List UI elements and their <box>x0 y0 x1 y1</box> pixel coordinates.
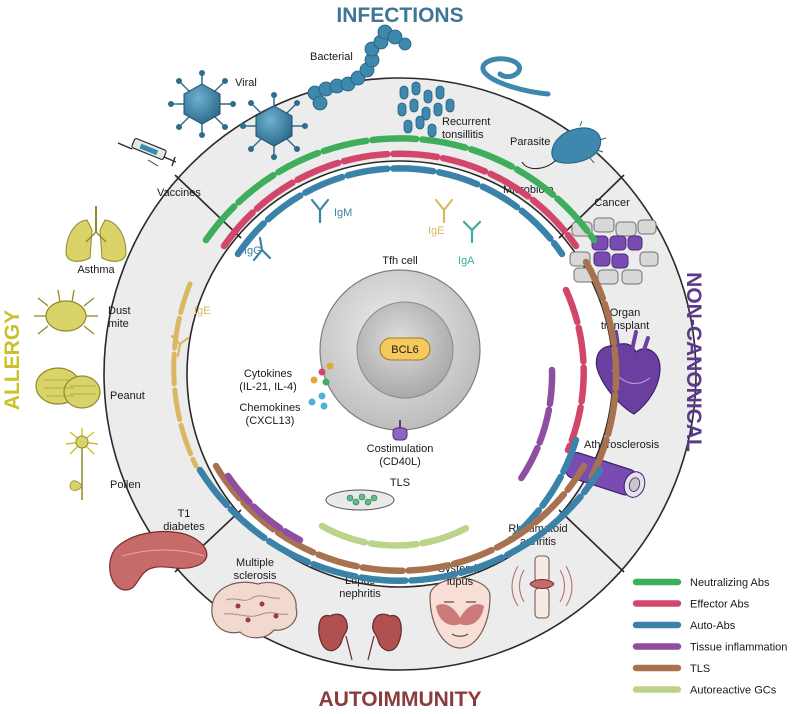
label-tfh-cell: Tfh cell <box>382 255 417 267</box>
arc-autoreactive-gc <box>318 522 474 549</box>
label-ige-top: IgE <box>428 225 445 237</box>
cytokine-granules-icon <box>308 362 334 410</box>
parasite-icon <box>480 56 551 97</box>
bcl6-badge <box>379 337 431 361</box>
label-cytokines-list: (IL-21, IL-4) <box>239 381 296 393</box>
label-cytokines: Cytokines <box>244 368 293 380</box>
heart-icon <box>595 330 661 415</box>
legend-label: Auto-Abs <box>690 620 736 632</box>
label-peanut: Peanut <box>110 390 145 402</box>
arc-tls-bottom <box>212 462 588 574</box>
legend-label: Tissue inflammation <box>690 642 787 654</box>
arc-effector-top <box>220 150 580 250</box>
label-pollen: Pollen <box>110 479 141 491</box>
label-diabetes: diabetes <box>163 521 205 533</box>
category-infections: INFECTIONS <box>336 4 463 27</box>
label-tls: TLS <box>390 477 410 489</box>
pancreas-icon <box>109 530 208 591</box>
arc-auto-bottom <box>196 466 604 584</box>
label-tonsillitis: tonsillitis <box>442 129 484 141</box>
syringe-icon <box>117 137 177 167</box>
legend-label: Effector Abs <box>690 599 750 611</box>
label-mite: mite <box>108 318 129 330</box>
category-autoimmunity: AUTOIMMUNITY <box>319 688 482 711</box>
label-cd40l: (CD40L) <box>379 456 421 468</box>
viral-icon <box>168 70 308 160</box>
igm-antibody-icon <box>310 198 330 224</box>
cancer-icon <box>569 217 659 285</box>
cd40l-receptor-icon <box>392 420 408 441</box>
arc-inflammation-bottom <box>224 472 304 544</box>
arc-bands <box>171 135 620 584</box>
bacterial-icon <box>307 24 412 111</box>
tonsillitis-bacteria-icon <box>397 81 455 138</box>
label-dust: Dust <box>108 305 131 317</box>
label-asthma: Asthma <box>77 264 115 276</box>
lungs-icon <box>65 206 127 262</box>
category-allergy: ALLERGY <box>1 310 24 410</box>
label-bacterial: Bacterial <box>310 51 353 63</box>
label-nephritis: nephritis <box>339 588 381 600</box>
face-icon <box>429 577 491 649</box>
microbiota-icon <box>521 120 607 170</box>
label-igg: IgG <box>244 245 262 257</box>
ige-antibody-left-icon <box>170 334 190 358</box>
brain-icon <box>211 581 298 639</box>
arc-auto-top <box>234 165 566 258</box>
label-bcl6: BCL6 <box>391 344 419 356</box>
label-igm: IgM <box>334 207 352 219</box>
legend-label: Autoreactive GCs <box>690 685 777 697</box>
tls-structure-icon <box>325 489 395 511</box>
arc-tls-right <box>582 258 620 484</box>
label-costimulation: Costimulation <box>367 443 434 455</box>
label-cancer: Cancer <box>594 197 630 209</box>
kidneys-icon <box>318 613 402 661</box>
arc-ige-left <box>171 281 199 469</box>
igg-antibody-icon <box>252 236 272 262</box>
label-iga: IgA <box>458 255 475 267</box>
label-lupus-sle: lupus <box>447 576 474 588</box>
ige-antibody-top-icon <box>434 198 454 224</box>
arc-inflammation-right <box>516 366 556 484</box>
legend-label: Neutralizing Abs <box>690 577 770 589</box>
label-sclerosis: sclerosis <box>234 570 277 582</box>
pollen-icon <box>65 428 99 500</box>
dust-mite-icon <box>34 289 98 335</box>
label-organ: Organ <box>610 307 641 319</box>
iga-antibody-icon <box>462 220 482 244</box>
legend-label: TLS <box>690 663 710 675</box>
label-parasite: Parasite <box>510 136 550 148</box>
label-viral: Viral <box>235 77 257 89</box>
label-atherosclerosis: Atherosclerosis <box>584 439 660 451</box>
label-t1: T1 <box>178 508 191 520</box>
arc-neutralizing-top <box>202 135 598 244</box>
label-recurrent: Recurrent <box>442 116 490 128</box>
joint-icon <box>511 555 573 619</box>
peanut-icon <box>35 367 101 409</box>
arc-effector-right <box>562 286 587 454</box>
label-chemokines-list: (CXCL13) <box>246 415 295 427</box>
label-ige-left: IgE <box>194 305 211 317</box>
category-non-canonical: NON-CANONICAL <box>682 272 705 452</box>
label-vaccines: Vaccines <box>157 187 201 199</box>
label-chemokines: Chemokines <box>239 402 301 414</box>
label-multiple: Multiple <box>236 557 274 569</box>
